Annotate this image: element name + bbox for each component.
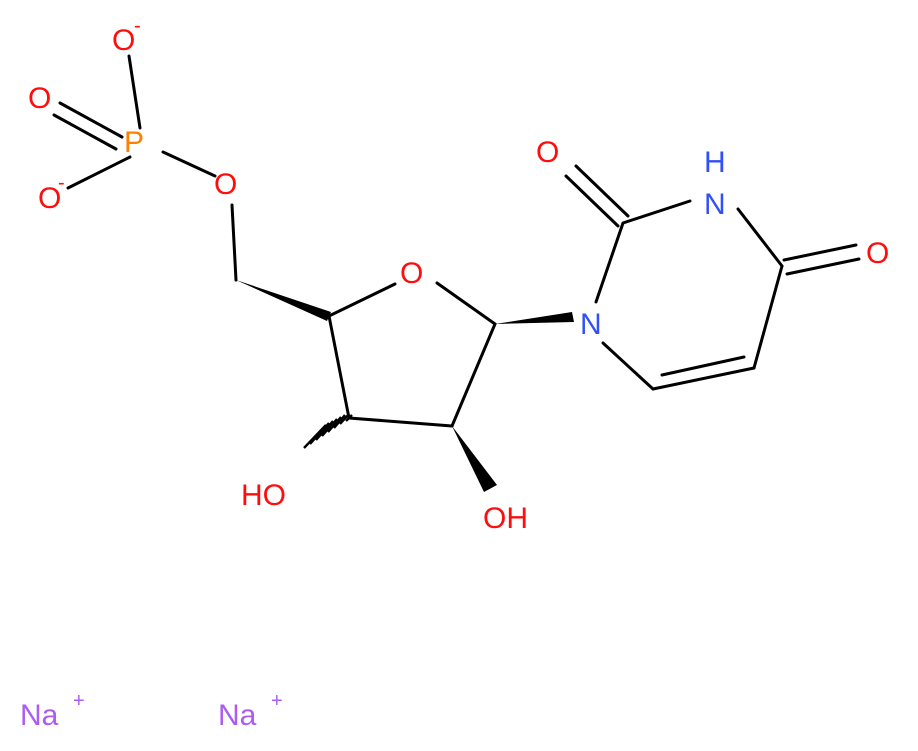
wedge-c5-c4 (236, 280, 331, 321)
sodium-ion-2-charge: + (271, 690, 283, 712)
bond-n1-c2 (594, 221, 625, 304)
atom-o-ester: O (214, 168, 237, 201)
bond-c4-o-b (785, 257, 861, 276)
atom-n3-h: H (704, 146, 726, 179)
bond-c5-c6 (651, 366, 756, 391)
bond-c4-oring (327, 282, 397, 318)
bond-c4-o-a (782, 243, 858, 262)
bond-p-o-top (127, 54, 142, 130)
atom-o-phos-top: O (112, 24, 135, 57)
wedge-c2-oh (452, 426, 497, 492)
bond-c2-o-a (574, 164, 630, 218)
wedge-c1-n1 (495, 312, 574, 324)
bond-n3-c4 (736, 207, 784, 268)
atom-o-phos-double: O (28, 82, 51, 115)
charge-o-phos-top: - (134, 15, 141, 37)
bond-c4-c5 (752, 264, 784, 370)
atom-n1: N (580, 308, 602, 341)
atom-oh-left: HO (241, 479, 286, 512)
hash-c3-oh (303, 413, 353, 449)
bond-c2-c1 (450, 322, 497, 428)
atom-n3: N (704, 188, 726, 221)
atom-o-ring: O (400, 257, 423, 290)
sodium-ion-1: Na (20, 699, 59, 732)
sodium-ion-2: Na (218, 699, 257, 732)
bond-oring-c1 (435, 281, 497, 326)
bond-c4-c3 (327, 314, 351, 420)
bond-o-ch2 (230, 203, 238, 282)
atom-p: P (124, 126, 144, 159)
bond-p-o-double-b (52, 113, 118, 151)
charge-o-phos-bottom: - (58, 172, 65, 194)
atom-o-c2: O (536, 136, 559, 169)
atom-o-c4: O (866, 237, 889, 270)
bond-c6-n1 (601, 341, 655, 391)
bond-p-o-bottom (66, 155, 132, 190)
bond-c3-c2 (347, 416, 454, 428)
bond-p-o-ester (161, 150, 217, 178)
atom-o-phos-bottom: O (38, 182, 61, 215)
sodium-ion-1-charge: + (73, 690, 85, 712)
atom-oh-right: OH (483, 502, 528, 535)
bond-c2-o-b (564, 174, 620, 228)
bond-p-o-double-a (58, 101, 124, 139)
bond-c2-n3 (621, 199, 692, 225)
bond-c5-c6-inner (660, 355, 746, 377)
